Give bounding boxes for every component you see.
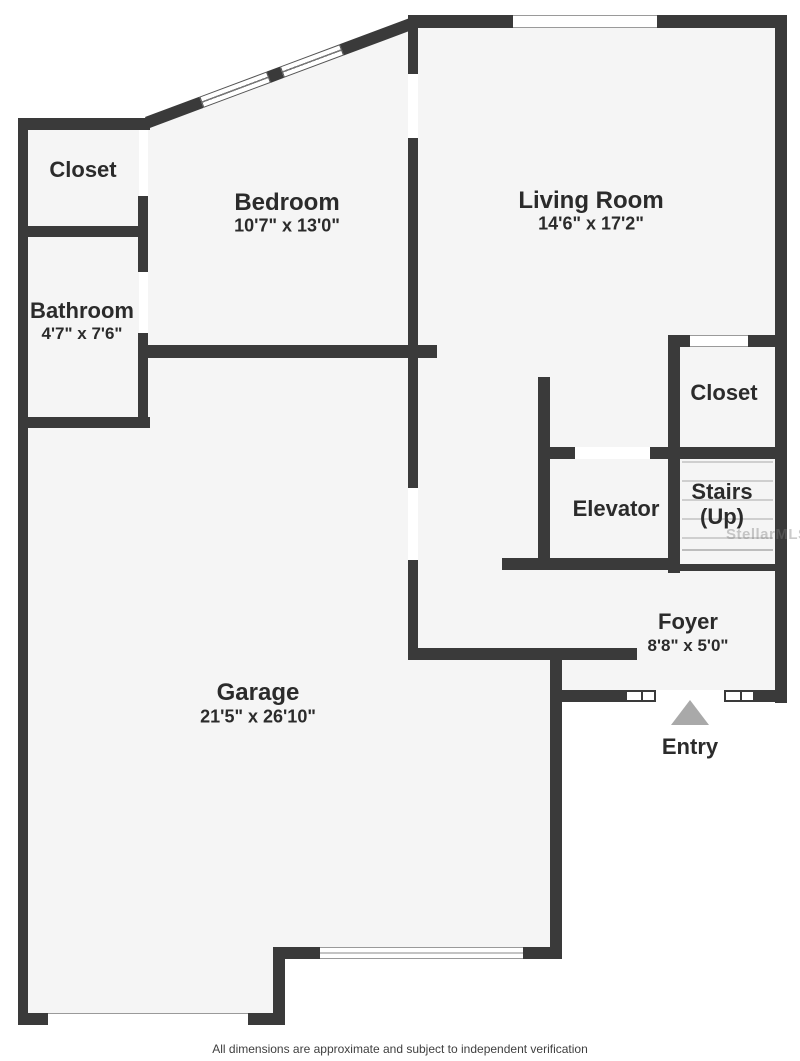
garage-door [48,1013,248,1025]
wall [523,947,562,959]
entry-door-opening [656,690,724,702]
stair-tread [682,518,773,520]
wall [140,345,437,358]
entry-label: Entry [661,734,719,759]
door-opening [690,335,748,347]
room-dims-foyer: 8'8" x 5'0" [647,636,729,655]
wall [748,335,787,347]
wall [668,335,690,347]
wall [18,417,28,1025]
wall [18,118,28,428]
wall [650,447,787,459]
room-label-bathroom: Bathroom [30,298,134,323]
room-label-living-room: Living Room [518,187,664,214]
wall [138,333,148,423]
sidelight-window [625,690,656,702]
stair-tread [682,461,773,463]
wall [408,358,418,488]
entry-arrow-icon [671,700,709,725]
wall [273,947,285,1025]
stair-tread [682,537,773,539]
room-dims-garage: 21'5" x 26'10" [200,706,316,727]
room-label-closet-right: Closet [690,380,758,405]
wall [668,335,680,573]
room-label-stairs-up: (Up) [700,504,744,529]
stair-tread [682,480,773,482]
room-dims-living-room: 14'6" x 17'2" [538,213,644,234]
window [320,947,523,959]
room-label-foyer: Foyer [658,609,718,634]
room-dims-bathroom: 4'7" x 7'6" [41,324,123,343]
floor-bathroom [26,230,142,422]
room-label-elevator: Elevator [572,496,660,521]
door-opening [139,272,148,333]
wall [18,417,150,428]
wall [657,15,787,28]
wall [775,15,787,703]
wall [550,660,562,958]
room-dims-bedroom: 10'7" x 13'0" [234,215,340,236]
door-opening [408,488,418,560]
wall [538,377,550,570]
wall [755,690,787,702]
room-label-garage: Garage [216,679,300,706]
wall [408,138,418,358]
door-opening [139,130,148,196]
sidelight-window [724,690,755,702]
door-opening [575,447,650,459]
floor-garage-mid [146,352,285,1016]
disclaimer-text: All dimensions are approximate and subje… [212,1042,588,1056]
wall [18,226,140,237]
wall [668,564,775,571]
stair-tread [682,549,773,551]
window [513,15,657,28]
room-label-closet-left: Closet [49,157,117,182]
wall [550,690,625,702]
floor-closet-left [26,126,142,230]
wall [502,558,678,570]
wall [18,118,150,130]
wall [538,447,575,459]
room-label-bedroom: Bedroom [234,189,340,216]
wall [408,20,418,74]
watermark: StellarMLS [726,526,800,543]
room-label-stairs: Stairs [691,479,753,504]
wall [408,15,513,28]
wall [408,648,637,660]
wall [138,196,148,272]
wall [248,1013,285,1025]
stair-tread [682,499,773,501]
door-opening [408,74,418,138]
wall [408,560,418,660]
